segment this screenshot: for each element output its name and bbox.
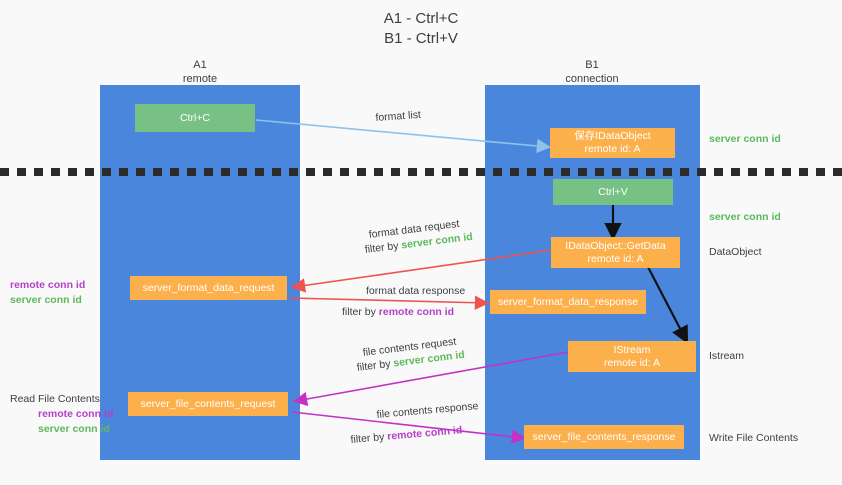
box-idataobject-getdata[interactable]: IDataObject::GetData remote id: A xyxy=(551,237,680,268)
box-ctrl-v-label: Ctrl+V xyxy=(598,185,628,198)
annotation-server-conn-id-2: server conn id xyxy=(38,423,110,435)
edge-label-format-data-response: format data response xyxy=(366,285,466,297)
filter-key-remote-conn-id-2: remote conn id xyxy=(386,424,463,443)
annotation-server-conn-id-mid: server conn id xyxy=(709,210,781,225)
box-save-idataobject[interactable]: 保存IDataObject remote id: A xyxy=(550,128,675,158)
annotation-istream: Istream xyxy=(709,350,745,362)
lane-header-a1-name: A1 xyxy=(193,59,207,71)
lane-header-b1-name: B1 xyxy=(585,59,599,71)
box-server-format-data-response[interactable]: server_format_data_response xyxy=(490,290,646,314)
box-getdata-line1: IDataObject::GetData xyxy=(565,239,666,252)
edge-label-format-list: format list xyxy=(375,108,422,124)
box-istream-line2: remote id: A xyxy=(603,356,661,369)
box-server-file-contents-request[interactable]: server_file_contents_request xyxy=(128,392,288,416)
filter-prefix-2: filter by xyxy=(342,306,379,318)
annotation-server-conn-id-top: server conn id xyxy=(709,132,781,147)
box-istream-line1: IStream xyxy=(613,343,651,356)
annotation-conn-ids-format: remote conn id server conn id xyxy=(10,278,85,308)
box-istream[interactable]: IStream remote id: A xyxy=(568,341,696,372)
box-server-format-data-request[interactable]: server_format_data_request xyxy=(130,276,287,300)
filter-prefix-4: filter by xyxy=(350,430,388,446)
box-ctrl-v[interactable]: Ctrl+V xyxy=(553,179,673,205)
box-server-file-contents-response[interactable]: server_file_contents_response xyxy=(524,425,684,449)
edge-label-file-contents-response-filter: filter by remote conn id xyxy=(350,423,463,447)
annotation-remote-conn-id-2: remote conn id xyxy=(38,408,114,420)
annotation-read-file-contents-group: Read File Contents remote conn id server… xyxy=(10,392,113,437)
lane-header-b1-sub: connection xyxy=(565,73,619,85)
title-line-1: A1 - Ctrl+C xyxy=(383,10,459,27)
annotation-dataobject: DataObject xyxy=(709,246,762,258)
box-save-idataobject-line1: 保存IDataObject xyxy=(574,130,651,142)
box-save-idataobject-line2: remote id: A xyxy=(584,143,641,155)
annotation-write-file-contents: Write File Contents xyxy=(709,432,799,444)
annotation-read-file-contents: Read File Contents xyxy=(10,393,100,405)
filter-key-remote-conn-id-1: remote conn id xyxy=(378,306,455,318)
box-ctrl-c-label: Ctrl+C xyxy=(179,111,211,124)
edge-label-file-contents-response: file contents response xyxy=(376,400,479,421)
page-title: A1 - Ctrl+C B1 - Ctrl+V xyxy=(0,9,842,49)
box-server-format-data-response-label: server_format_data_response xyxy=(497,295,639,308)
filter-prefix-3: filter by xyxy=(356,357,395,374)
box-ctrl-c[interactable]: Ctrl+C xyxy=(135,104,255,132)
phase-divider xyxy=(0,168,842,176)
annotation-server-conn-id-top-text: server conn id xyxy=(709,133,781,145)
box-server-file-contents-request-label: server_file_contents_request xyxy=(140,397,276,410)
box-getdata-line2: remote id: A xyxy=(587,252,644,265)
arrow-format-data-response xyxy=(289,295,490,310)
box-server-format-data-request-label: server_format_data_request xyxy=(142,281,275,294)
lane-header-a1: A1 remote xyxy=(120,58,280,86)
annotation-server-conn-id-1: server conn id xyxy=(10,294,82,306)
annotation-remote-conn-id-1: remote conn id xyxy=(10,279,86,291)
edge-label-format-data-response-filter: filter by remote conn id xyxy=(342,305,454,319)
filter-prefix-1: filter by xyxy=(364,239,403,256)
title-line-2: B1 - Ctrl+V xyxy=(384,30,458,47)
box-server-file-contents-response-label: server_file_contents_response xyxy=(532,430,676,443)
lane-header-b1: B1 connection xyxy=(512,58,672,86)
lane-header-a1-sub: remote xyxy=(182,73,218,85)
annotation-server-conn-id-mid-text: server conn id xyxy=(709,211,781,223)
